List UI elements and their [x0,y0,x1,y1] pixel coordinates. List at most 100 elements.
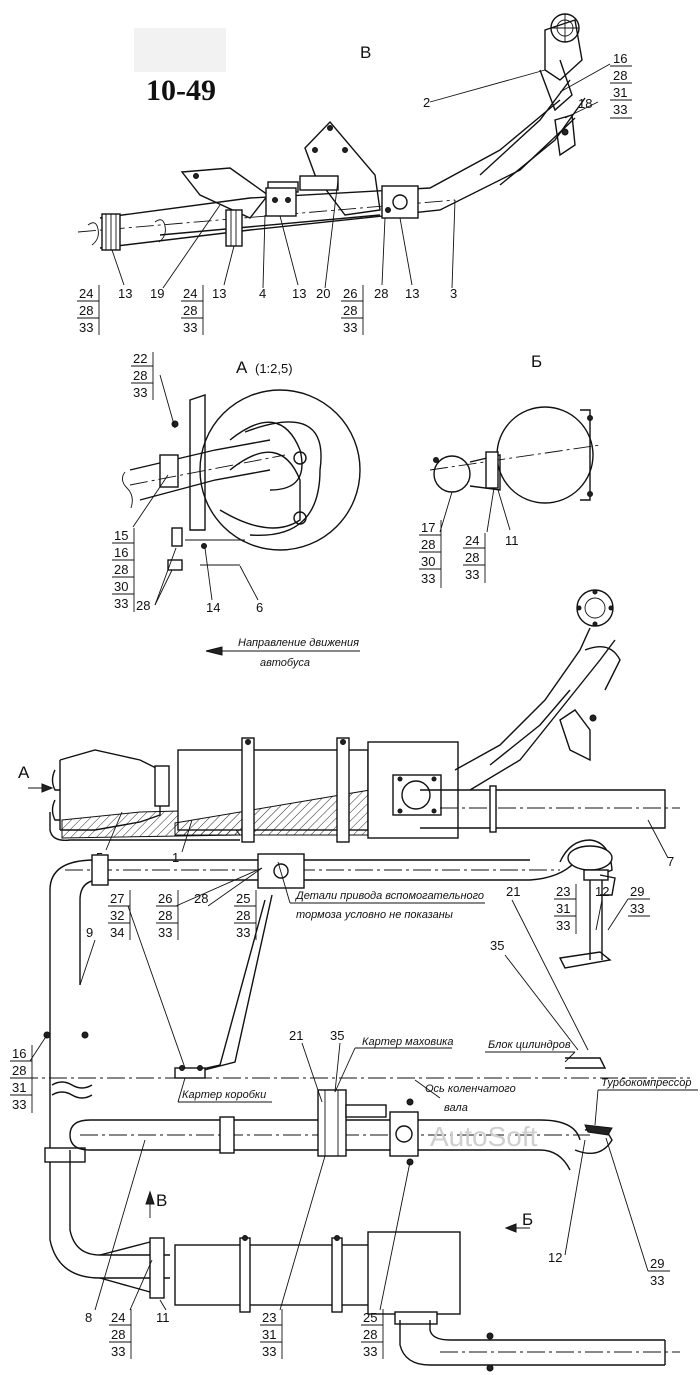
side-elevation: А [18,589,680,869]
arrow-a-label: А [18,763,30,782]
stack-a-bot-4: 33 [114,596,128,611]
stack-mid-1: 28 [343,303,357,318]
callout-13a: 13 [118,286,132,301]
stack-top-right-1: 28 [613,68,627,83]
stack-a-bot-2: 28 [114,562,128,577]
note-turbo: Турбокомпрессор [601,1077,692,1089]
callout-13b: 13 [212,286,226,301]
stack-b-mid-0: 24 [465,533,479,548]
stack-l2-0: 24 [183,286,197,301]
callout-13d: 13 [405,286,419,301]
pl26-1: 28 [158,908,172,923]
plbl-2: 33 [111,1344,125,1359]
pl25-1: 28 [236,908,250,923]
pl26-2: 33 [158,925,172,940]
stack-a-top-2: 33 [133,385,147,400]
callout-28-a: 28 [136,598,150,613]
stack-l1-2: 33 [79,320,93,335]
pl23-0: 23 [556,884,570,899]
view-a-scale: (1:2,5) [255,361,293,376]
arrow-v-label: В [156,1191,167,1210]
plb25-1: 28 [363,1327,377,1342]
stack-l1-1: 28 [79,303,93,318]
note-crank-1: Ось коленчатого [425,1083,516,1095]
callout-3: 3 [450,286,457,301]
callout-20: 20 [316,286,330,301]
plb25-0: 25 [363,1310,377,1325]
stack-mid-2: 33 [343,320,357,335]
callout-14: 14 [206,600,220,615]
stack-l1-0: 24 [79,286,93,301]
plbl-1: 28 [111,1327,125,1342]
callout-6: 6 [256,600,263,615]
direction-note-1: Направление движения [238,637,359,649]
stack-b-left-3: 33 [421,571,435,586]
plan-notes: Детали привода вспомогательного тормоза … [177,861,698,1126]
view-b: Б 17 28 30 33 24 28 33 11 [419,352,601,588]
callout-9: 9 [86,925,93,940]
arrow-b-label: Б [522,1210,533,1229]
stack-b-mid-2: 33 [465,567,479,582]
plb29-0: 29 [650,1256,664,1271]
view-b-label: Б [531,352,542,371]
stack-top-right-3: 33 [613,102,627,117]
callout-1: 1 [172,850,179,865]
plb25-2: 33 [363,1344,377,1359]
callout-12-top: 12 [595,884,609,899]
callout-13c: 13 [292,286,306,301]
callout-21-top: 21 [506,884,520,899]
pl27-0: 27 [110,891,124,906]
plb29-1: 33 [650,1273,664,1288]
pl28-single: 28 [194,891,208,906]
callout-11-plan: 11 [156,1310,170,1325]
stack-a-bot-0: 15 [114,528,128,543]
note-gearbox: Картер коробки [182,1089,266,1101]
plb23-1: 31 [262,1327,276,1342]
stack-b-left-1: 28 [421,537,435,552]
view-a-label: А [236,358,248,377]
callout-35-mid: 35 [330,1028,344,1043]
stack-a-bot-3: 30 [114,579,128,594]
stack-l2-1: 28 [183,303,197,318]
callout-18: 18 [578,96,592,111]
stack-b-mid-1: 28 [465,550,479,565]
view-v-callouts: 2 3 4 19 20 18 13 13 13 13 28 16 28 31 3… [77,51,632,335]
pl23-1: 31 [556,901,570,916]
pl16-0: 16 [12,1046,26,1061]
note-brake-1: Детали привода вспомогательного [294,890,484,902]
callout-35-top: 35 [490,938,504,953]
plb23-2: 33 [262,1344,276,1359]
note-crank-2: вала [444,1102,468,1114]
callout-28: 28 [374,286,388,301]
pl29-0: 29 [630,884,644,899]
stack-mid-0: 26 [343,286,357,301]
stack-top-right-0: 16 [613,51,627,66]
stack-top-right-2: 31 [613,85,627,100]
direction-note-2: автобуса [260,657,310,669]
pl16-2: 31 [12,1080,26,1095]
plb23-0: 23 [262,1310,276,1325]
watermark: AutoSoft [430,1121,538,1152]
note-brake-2: тормоза условно не показаны [296,909,453,921]
pl27-2: 34 [110,925,124,940]
callout-21-mid: 21 [289,1028,303,1043]
plan-view: В Б AutoSoft [20,839,690,1372]
stack-a-bot-1: 16 [114,545,128,560]
stack-b-left-0: 17 [421,520,435,535]
callout-11-b: 11 [505,533,519,548]
pl16-3: 33 [12,1097,26,1112]
pl25-0: 25 [236,891,250,906]
plan-callouts: 27 32 34 26 28 33 28 25 28 33 9 21 23 31… [10,867,670,1359]
view-v-label: В [360,43,371,62]
pl29-1: 33 [630,901,644,916]
note-flywheel: Картер маховика [362,1036,454,1048]
callout-4: 4 [259,286,266,301]
stack-a-top-0: 22 [133,351,147,366]
callout-7: 7 [667,854,674,869]
plbl-0: 24 [111,1310,125,1325]
title-plate [134,28,226,72]
callout-2: 2 [423,95,430,110]
stack-l2-2: 33 [183,320,197,335]
pl26-0: 26 [158,891,172,906]
